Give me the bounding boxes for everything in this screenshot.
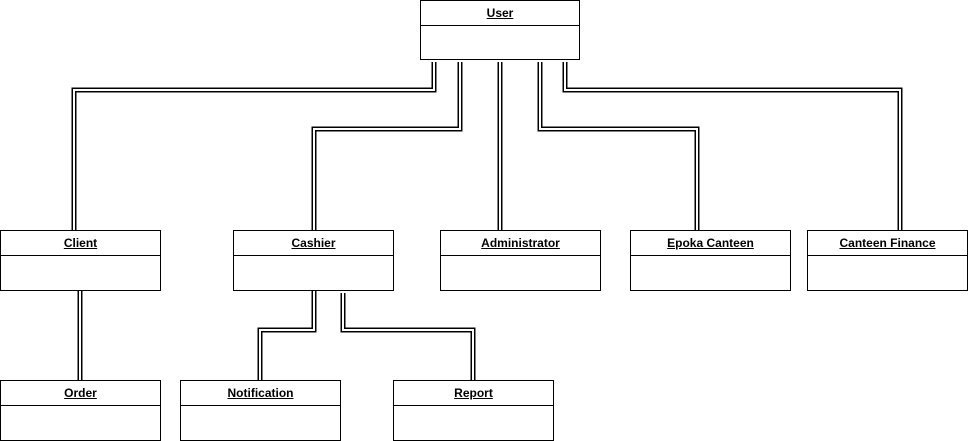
class-epoka-canteen[interactable]: Epoka Canteen: [630, 230, 791, 291]
class-body: [441, 256, 600, 290]
class-canteen-finance[interactable]: Canteen Finance: [807, 230, 968, 291]
class-name-client: Client: [63, 236, 98, 250]
class-name-cashier: Cashier: [291, 236, 336, 250]
class-name-notification: Notification: [227, 386, 294, 400]
class-body: [394, 406, 553, 440]
class-body: [1, 406, 160, 440]
connector-cashier-notification: [257, 291, 317, 380]
class-user[interactable]: User: [420, 0, 580, 60]
class-header: Cashier: [234, 231, 393, 256]
connector-cashier-report: [340, 293, 476, 380]
class-header: Client: [1, 231, 160, 256]
class-name-epoka-canteen: Epoka Canteen: [667, 236, 754, 250]
connector-user-client: [71, 62, 437, 230]
class-name-administrator: Administrator: [481, 236, 560, 250]
class-order[interactable]: Order: [0, 380, 161, 441]
connector-user-epoka-canteen: [537, 62, 700, 230]
class-name-order: Order: [64, 386, 97, 400]
class-header: Report: [394, 381, 553, 406]
class-notification[interactable]: Notification: [180, 380, 341, 441]
class-administrator[interactable]: Administrator: [440, 230, 601, 291]
class-body: [181, 406, 340, 440]
class-name-report: Report: [454, 386, 493, 400]
class-cashier[interactable]: Cashier: [233, 230, 394, 291]
class-body: [808, 256, 967, 290]
class-header: Notification: [181, 381, 340, 406]
class-client[interactable]: Client: [0, 230, 161, 291]
class-header: Order: [1, 381, 160, 406]
class-body: [421, 26, 579, 60]
class-header: User: [421, 1, 579, 26]
class-body: [234, 256, 393, 290]
connector-user-cashier: [311, 62, 463, 230]
class-report[interactable]: Report: [393, 380, 554, 441]
class-name-user: User: [486, 6, 514, 20]
class-header: Administrator: [441, 231, 600, 256]
class-header: Epoka Canteen: [631, 231, 790, 256]
class-body: [1, 256, 160, 290]
connector-user-canteen-finance: [562, 62, 903, 230]
class-body: [631, 256, 790, 290]
class-name-canteen-finance: Canteen Finance: [839, 236, 936, 250]
class-header: Canteen Finance: [808, 231, 967, 256]
